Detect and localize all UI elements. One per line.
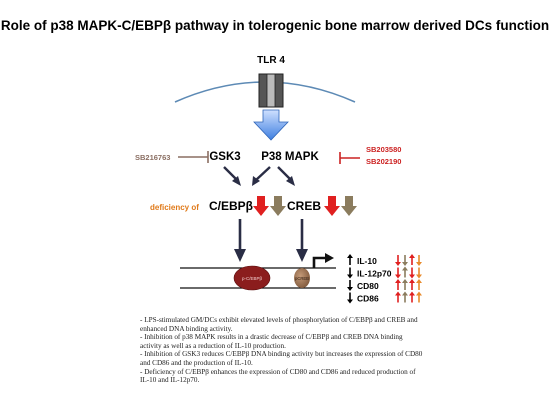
note-2: - Inhibition of p38 MAPK results in a dr…: [140, 333, 403, 350]
p38-inhibitor-2-label: SB202190: [366, 157, 401, 166]
creb-binding-site: pCREB: [294, 268, 310, 288]
gsk3-label: GSK3: [209, 151, 240, 163]
cebpb-label: C/EBPβ: [209, 199, 253, 213]
tlr4-label: TLR 4: [257, 55, 285, 66]
output-label: CD86: [357, 294, 379, 304]
condition-arrow: [395, 291, 401, 303]
p38-mapk-label: P38 MAPK: [261, 151, 319, 163]
notes-block: - LPS-stimulated GM/DCs exhibit elevated…: [140, 316, 425, 385]
condition-arrow: [416, 291, 422, 303]
output-label: CD80: [357, 281, 379, 291]
condition-arrow: [402, 266, 408, 278]
condition-arrow: [402, 255, 408, 266]
condition-arrow: [416, 267, 422, 279]
condition-arrow: [395, 255, 401, 266]
condition-arrow: [395, 267, 401, 279]
tlr4-receptor: [258, 73, 284, 108]
condition-arrow: [402, 291, 408, 303]
condition-arrow: [409, 267, 415, 279]
creb-site-label: pCREB: [295, 276, 309, 281]
note-4: - Deficiency of C/EBPβ enhances the expr…: [140, 367, 416, 385]
cebpb-binding-site: p-C/EBPβ: [233, 265, 271, 291]
kinase-to-tf-arrows: [223, 166, 295, 186]
output-direction-arrow: [347, 280, 353, 291]
note-3: - Inhibition of GSK3 reduces C/EBPβ DNA …: [140, 350, 423, 367]
creb-down-arrows: [324, 196, 357, 216]
gsk3-inhibitor-label: SB216763: [135, 153, 170, 162]
tf-to-dna-arrows: [234, 219, 308, 262]
output-label: IL-10: [357, 256, 377, 266]
diagram-title: Role of p38 MAPK-C/EBPβ pathway in toler…: [0, 18, 550, 33]
output-direction-arrow: [347, 254, 353, 265]
output-direction-arrow: [347, 292, 353, 304]
condition-arrow: [416, 279, 422, 290]
condition-arrow: [402, 279, 408, 290]
output-direction-arrow: [347, 267, 353, 279]
p38-inhibition-mark: [339, 152, 360, 164]
deficiency-label: deficiency of: [150, 203, 199, 212]
condition-arrow: [416, 255, 422, 266]
transcription-arrowhead: [325, 253, 334, 263]
signal-arrow: [253, 109, 289, 141]
gsk3-inhibition-mark: [178, 151, 209, 163]
condition-arrow: [409, 291, 415, 303]
condition-arrow: [409, 279, 415, 290]
transcription-arrow: [312, 256, 326, 268]
cebpb-site-label: p-C/EBPβ: [242, 276, 263, 281]
condition-arrow: [409, 254, 415, 265]
cebpb-down-arrows: [253, 196, 286, 216]
condition-arrow: [395, 279, 401, 290]
p38-inhibitor-1-label: SB203580: [366, 145, 401, 154]
creb-label: CREB: [287, 199, 321, 213]
output-label: IL-12p70: [357, 269, 392, 279]
note-1: - LPS-stimulated GM/DCs exhibit elevated…: [140, 316, 418, 333]
